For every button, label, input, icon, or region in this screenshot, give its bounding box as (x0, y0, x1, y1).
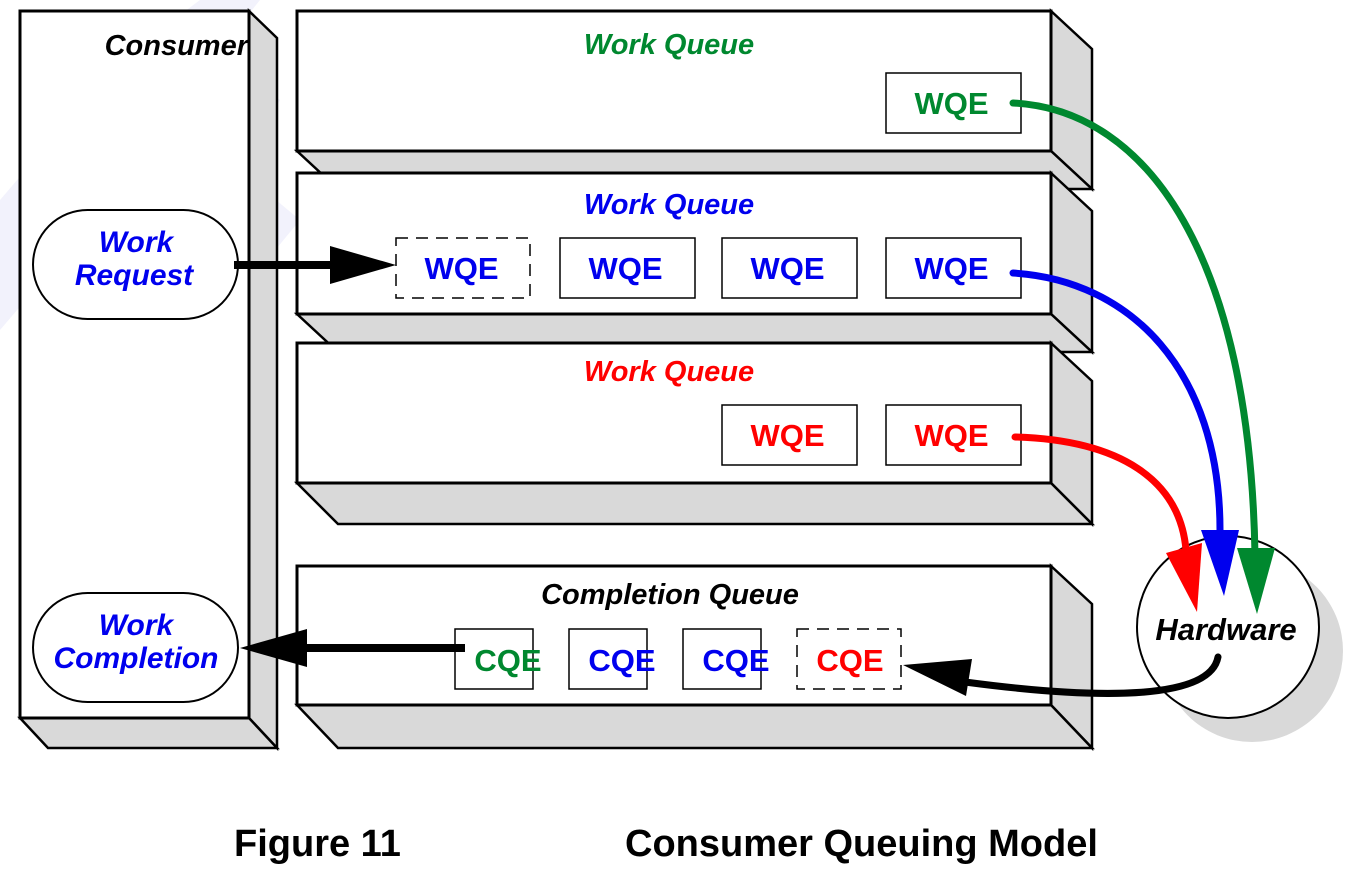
arrows (234, 99, 1275, 697)
hardware-node[interactable]: Hardware (1136, 535, 1343, 742)
work-completion-label-line2: Completion (54, 642, 219, 675)
work-queue-bottom-face (293, 481, 1096, 526)
wqe-label: WQE (424, 251, 498, 286)
cqe-pending[interactable]: CQE (796, 628, 902, 690)
wqe-box (885, 237, 1022, 299)
arrow-green-head (1237, 548, 1275, 614)
cqe-box (682, 628, 762, 690)
wqe[interactable]: WQE (559, 237, 696, 299)
wqe-box (721, 404, 858, 466)
wqe[interactable]: WQE (721, 237, 858, 299)
cqe-box (568, 628, 648, 690)
figure-title: Consumer Queuing Model (625, 823, 1098, 865)
wqe[interactable]: WQE (885, 72, 1022, 134)
wqe-box (395, 237, 531, 299)
wqe-box (885, 72, 1022, 134)
cq-front-face (295, 564, 1053, 707)
cqe-box (796, 628, 902, 690)
cqe-label: CQE (474, 643, 541, 678)
arrow-red-wqe-to-hardware (1011, 433, 1190, 554)
arrow-blue-wqe-to-hardware (1009, 269, 1224, 534)
work-queue-title: Work Queue (584, 189, 754, 221)
consumer-side-face (247, 8, 279, 752)
figure-number: Figure 11 (234, 823, 401, 865)
cqe-label: CQE (588, 643, 655, 678)
arrow-blue-head (1201, 530, 1239, 596)
cq-title: Completion Queue (541, 579, 799, 611)
wqe-box (559, 237, 696, 299)
wqe-label: WQE (588, 251, 662, 286)
arrow-cqe-to-completion-head (240, 629, 307, 667)
consumer-title: Consumer (105, 30, 250, 62)
work-request-node[interactable]: Work Request (32, 209, 239, 320)
wqe-label: WQE (750, 251, 824, 286)
consumer-bottom-face (17, 716, 280, 750)
cqe-box (454, 628, 534, 690)
arrow-request-to-wqe-head (330, 246, 396, 284)
arrow-red-head (1166, 543, 1202, 612)
work-completion-node[interactable]: Work Completion (32, 592, 239, 703)
wqe[interactable]: WQE (721, 404, 858, 466)
completion-queue-box: Completion Queue CQE CQE CQE CQE (294, 563, 1095, 752)
work-queue-title: Work Queue (584, 29, 754, 61)
work-request-label-line1: Work (99, 226, 175, 259)
cq-bottom-face (294, 703, 1095, 750)
work-request-label-line2: Request (75, 259, 195, 292)
wqe-label: WQE (750, 418, 824, 453)
arrow-green-wqe-to-hardware (1009, 99, 1259, 559)
wqe[interactable]: WQE (885, 237, 1022, 299)
work-completion-label-line1: Work (99, 609, 175, 642)
work-queue-title: Work Queue (584, 356, 754, 388)
cqe[interactable]: CQE (568, 628, 656, 690)
wqe-box (721, 237, 858, 299)
wqe-label: WQE (914, 251, 988, 286)
wqe-pending[interactable]: WQE (395, 237, 531, 299)
hardware-label: Hardware (1155, 612, 1296, 647)
cqe-label: CQE (816, 643, 883, 678)
wqe-label: WQE (914, 418, 988, 453)
wqe[interactable]: WQE (885, 404, 1022, 466)
cqe[interactable]: CQE (454, 628, 542, 690)
arrow-hardware-to-cqe-head (903, 659, 972, 696)
cqe[interactable]: CQE (682, 628, 770, 690)
cqe-label: CQE (702, 643, 769, 678)
wqe-box (885, 404, 1022, 466)
arrow-hardware-to-cqe (961, 653, 1222, 697)
wqe-label: WQE (914, 86, 988, 121)
